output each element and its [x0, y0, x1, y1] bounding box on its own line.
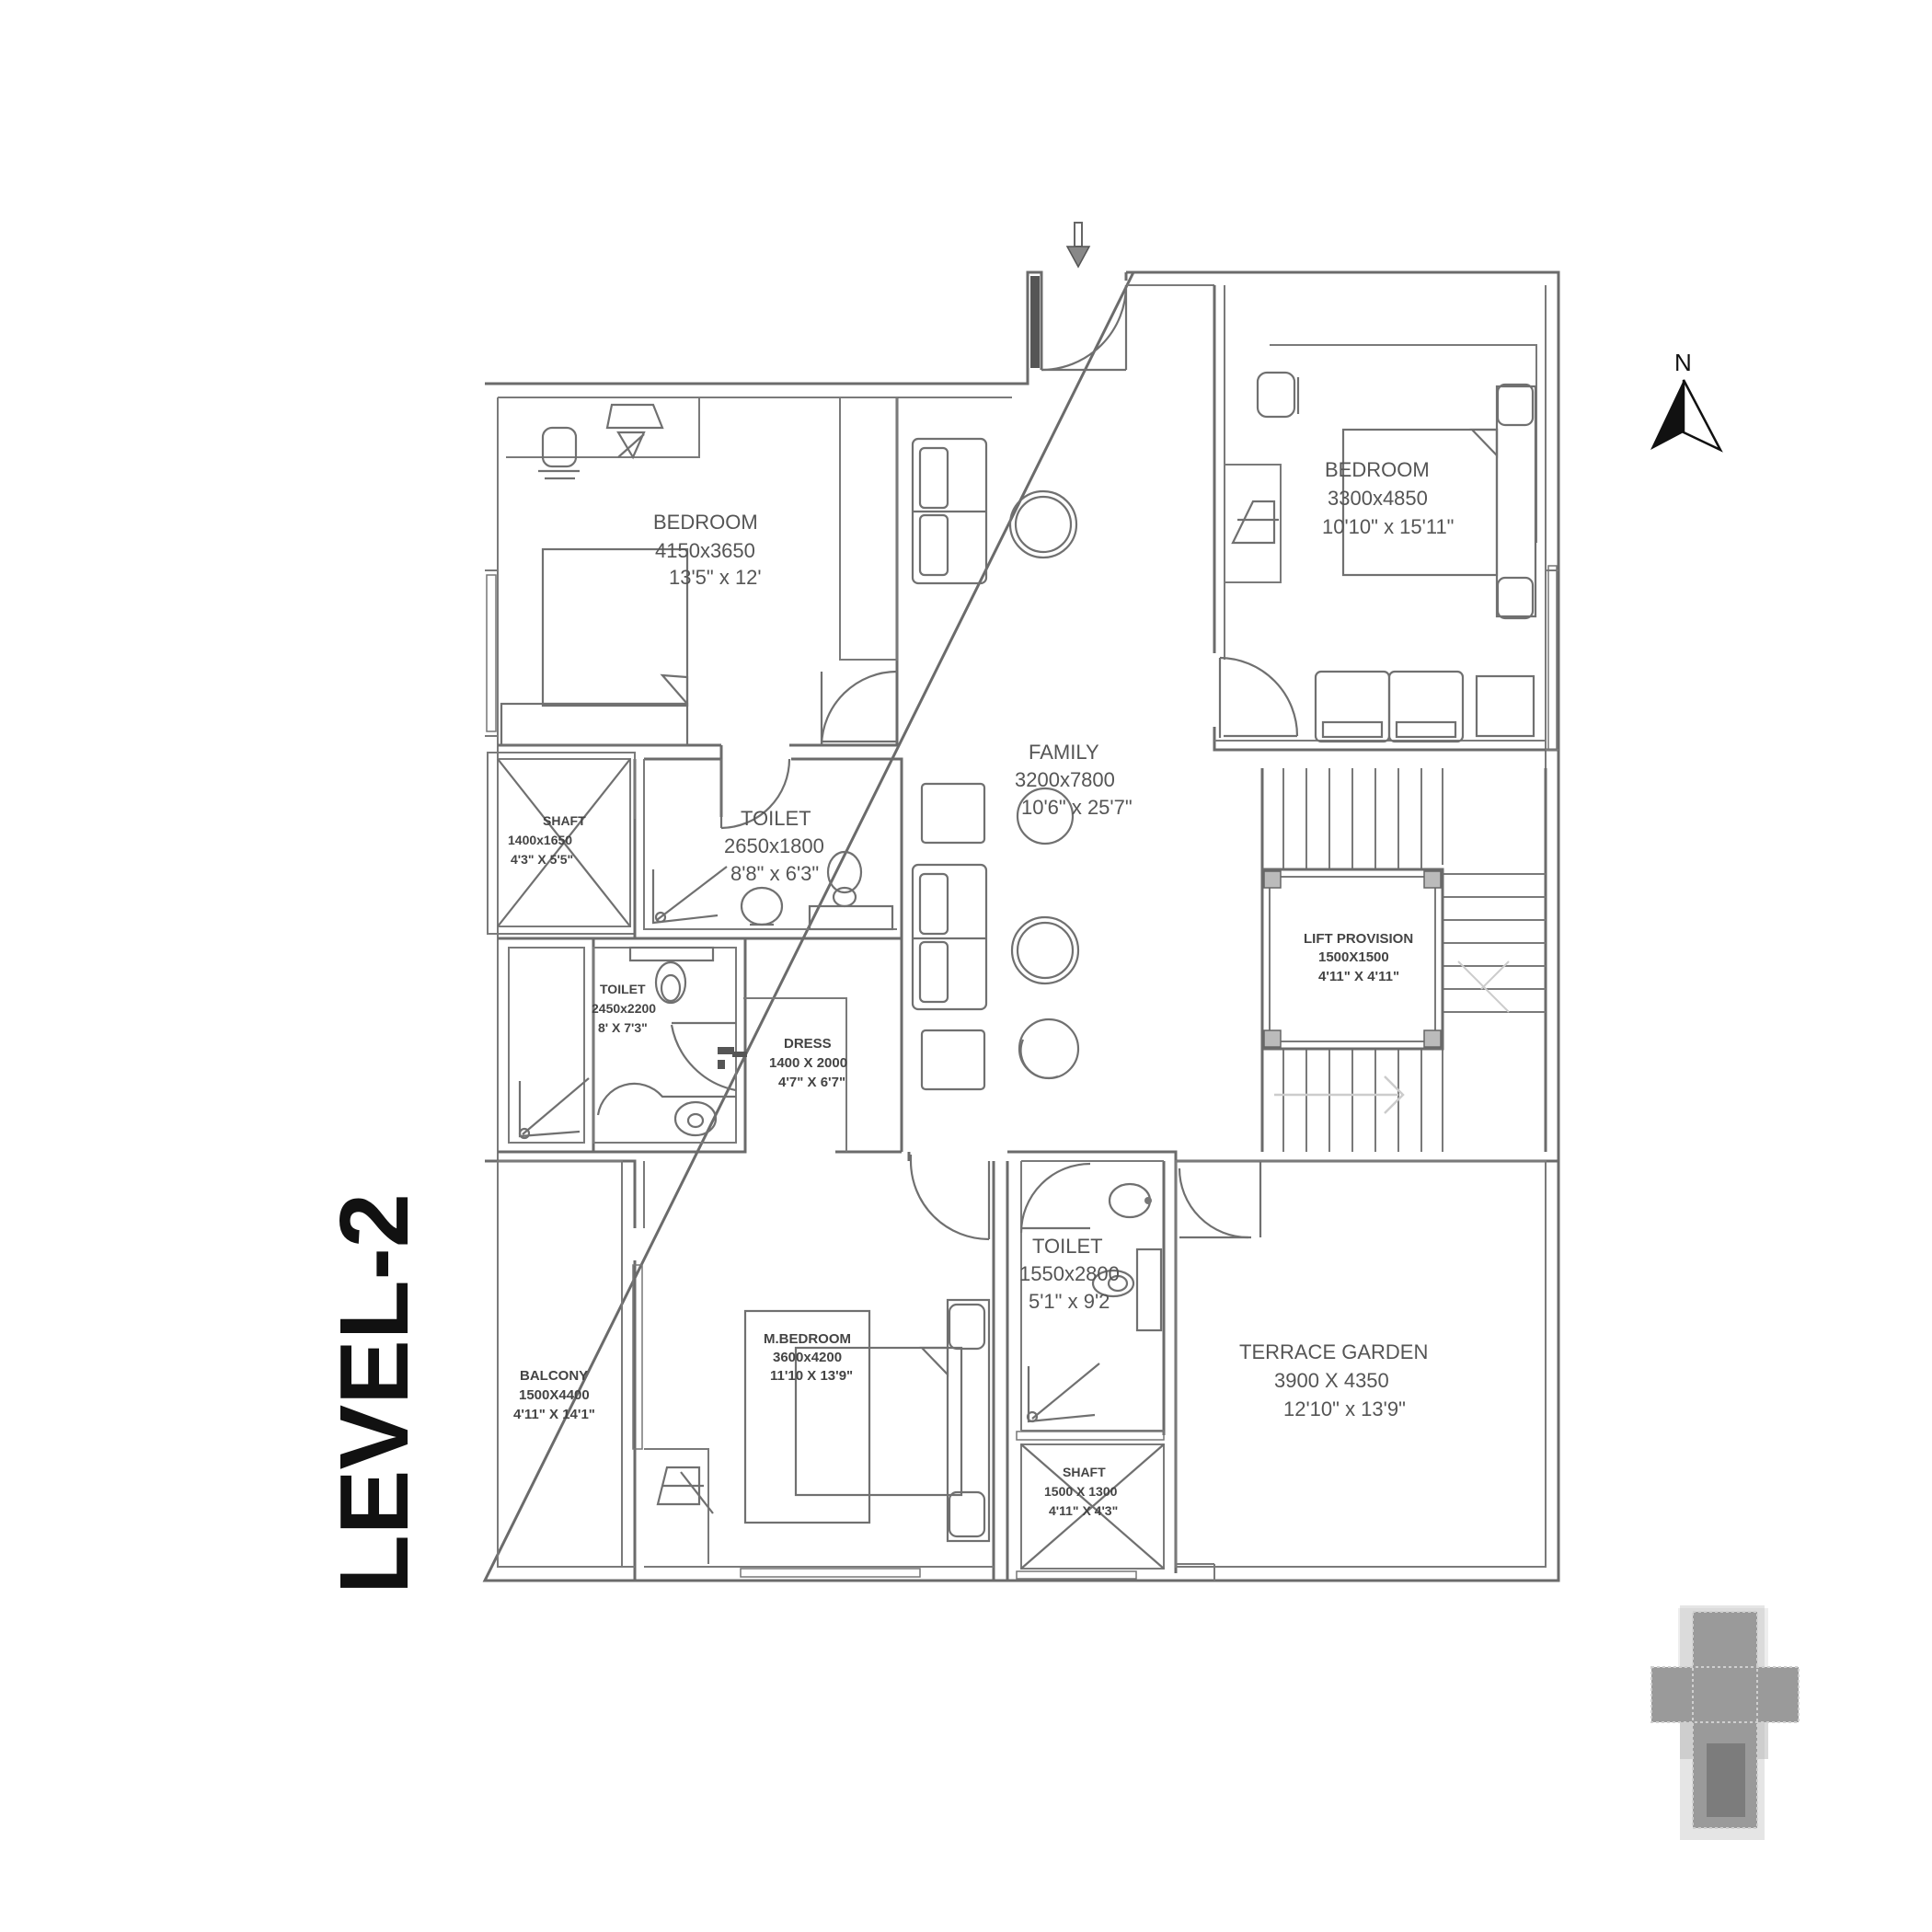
shaft-west-mm: 1400x1650 [508, 833, 572, 847]
brand-logo-icon [1650, 1605, 1800, 1840]
entry-door [1030, 276, 1128, 372]
bedroom-west-name: BEDROOM [653, 511, 758, 534]
toilet-south-mm: 1550x2800 [1019, 1262, 1120, 1285]
bedroom-east-ft: 10'10" x 15'11" [1322, 515, 1455, 538]
terrace-mm: 3900 X 4350 [1274, 1369, 1389, 1392]
desk-chair-west [538, 403, 664, 480]
family-stool-3 [1010, 915, 1080, 985]
toilet-south-door [1019, 1162, 1091, 1234]
master-bedroom-name: M.BEDROOM [764, 1331, 851, 1347]
toilet-north-ft: 8'8" x 6'3" [730, 862, 819, 885]
stair-block [1260, 768, 1547, 1152]
family-sofa-south [911, 863, 988, 1011]
master-bedroom-mm: 3600x4200 [773, 1350, 842, 1365]
toilet-mid-walls [498, 937, 903, 1154]
lift-mm: 1500X1500 [1318, 949, 1389, 965]
shaft-south-mm: 1500 X 1300 [1044, 1484, 1118, 1499]
bedroom-west-walls [485, 397, 899, 817]
north-arrow-icon [1650, 379, 1723, 453]
family-stool-1-inner [1014, 495, 1073, 554]
family-name: FAMILY [1029, 741, 1099, 764]
bedroom-east-name: BEDROOM [1325, 458, 1430, 481]
dress-name: DRESS [784, 1036, 832, 1052]
toilet-north-fixtures [651, 850, 894, 931]
toilet-mid-mm: 2450x2200 [592, 1001, 656, 1016]
balcony-sliding-door [632, 1264, 643, 1450]
toilet-south-name: TOILET [1032, 1235, 1103, 1258]
bedroom-east-walls [1213, 285, 1558, 752]
toilet-north-name: TOILET [741, 807, 811, 830]
family-stool-3-inner [1016, 921, 1075, 980]
toilet-mid-fixtures [518, 946, 736, 1140]
family-sofa-north [911, 437, 988, 585]
bedroom-east-door [1218, 656, 1299, 738]
dress-ft: 4'7" X 6'7" [778, 1075, 845, 1090]
level-title: LEVEL-2 [320, 1193, 429, 1594]
entry-arrow-icon [1065, 222, 1091, 269]
bed-west [500, 547, 689, 747]
family-ft: 10'6" x 25'7" [1021, 796, 1133, 819]
family-chair-2 [920, 1029, 986, 1091]
terrace-ft: 12'10" x 13'9" [1283, 1397, 1406, 1420]
balcony-area [497, 1160, 623, 1568]
terrace-name: TERRACE GARDEN [1239, 1340, 1428, 1363]
family-stool-2 [1016, 787, 1075, 845]
toilet-south-fixtures [1026, 1182, 1163, 1423]
toilet-south-ft: 5'1" x 9'2 [1029, 1290, 1110, 1313]
family-chair-1 [920, 782, 986, 845]
shaft-west-ft: 4'3" X 5'5" [511, 852, 573, 867]
lift-provision [1260, 868, 1444, 1051]
toilet-mid-door [670, 1021, 747, 1092]
shaft-south-name: SHAFT [1063, 1465, 1106, 1479]
bed-east [1341, 383, 1537, 620]
shaft-west-name: SHAFT [543, 813, 586, 828]
master-bedroom-door [909, 1155, 991, 1241]
bedroom-east-mm: 3300x4850 [1328, 487, 1428, 510]
master-bedroom-walls [644, 1448, 994, 1578]
toilet-north-mm: 2650x1800 [724, 834, 824, 857]
desk-chair-east [1231, 371, 1300, 545]
family-stool-1 [1008, 489, 1078, 559]
toilet-north-door [719, 758, 791, 830]
terrace-garden-area [1175, 1160, 1547, 1568]
bedroom-west-mm: 4150x3650 [655, 539, 755, 562]
dress-partition [743, 997, 847, 1152]
toilet-mid-name: TOILET [600, 982, 646, 996]
balcony-ft: 4'11" X 14'1" [513, 1407, 595, 1422]
lift-name: LIFT PROVISION [1304, 931, 1413, 947]
family-mm: 3200x7800 [1015, 768, 1115, 791]
toilet-north-walls [633, 757, 903, 940]
bedroom-east-sofa [1314, 670, 1535, 743]
shaft-south [1016, 1431, 1165, 1580]
lift-ft: 4'11" X 4'11" [1318, 969, 1399, 984]
north-label: N [1674, 349, 1692, 376]
balcony-name: BALCONY [520, 1368, 588, 1384]
bedroom-west-ft: 13'5" x 12' [669, 566, 762, 589]
master-bed [743, 1298, 991, 1543]
shaft-south-ft: 4'11" X 4'3" [1049, 1503, 1118, 1518]
bedroom-west-door [820, 670, 898, 746]
family-stool-4-detail [1019, 1039, 1059, 1079]
shaft-west [487, 752, 636, 935]
terrace-door [1178, 1161, 1262, 1239]
toilet-mid-ft: 8' X 7'3" [598, 1020, 648, 1035]
balcony-mm: 1500X4400 [519, 1387, 590, 1403]
master-bedroom-ft: 11'10 X 13'9" [770, 1368, 853, 1384]
desk-chair-master [656, 1466, 714, 1514]
dress-mm: 1400 X 2000 [769, 1055, 847, 1071]
